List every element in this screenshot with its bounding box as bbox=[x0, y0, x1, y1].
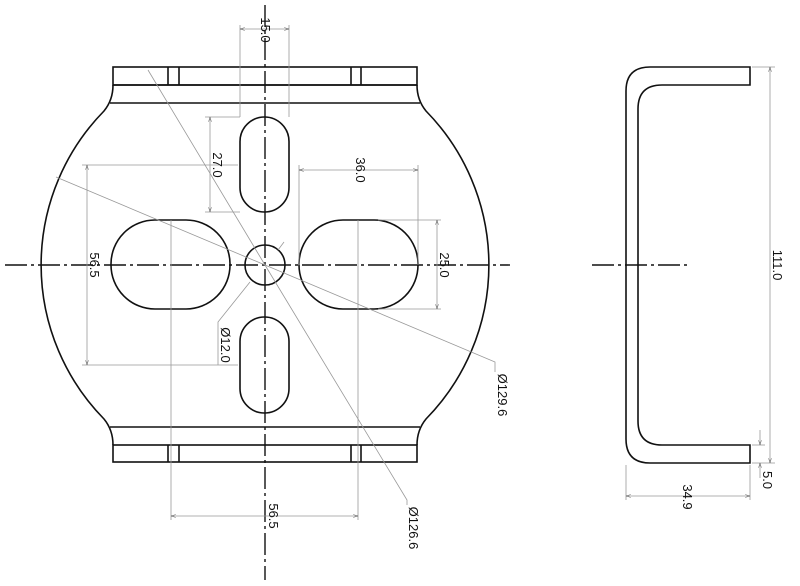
dimension-lines bbox=[55, 25, 496, 520]
side-dimension-lines bbox=[625, 66, 775, 500]
dim-bottom-span: 56.5 bbox=[266, 503, 281, 528]
dim-center-hole: Ø12.0 bbox=[218, 327, 233, 362]
dim-inner-diameter: Ø126.6 bbox=[406, 507, 421, 550]
bottom-slot bbox=[239, 316, 290, 414]
dim-slot-length: 27.0 bbox=[210, 152, 225, 177]
side-view: 111.0 5.0 34.9 bbox=[592, 66, 785, 510]
dim-depth: 34.9 bbox=[680, 484, 695, 509]
u-channel-profile bbox=[625, 66, 751, 464]
dim-left-span: 56.5 bbox=[87, 252, 102, 277]
dim-flange: 5.0 bbox=[760, 471, 775, 489]
dim-slot-width: 15.0 bbox=[258, 17, 273, 42]
front-view: 15.0 27.0 36.0 56.5 25.0 56.5 Ø12.0 Ø129… bbox=[5, 5, 510, 580]
dim-outer-diameter: Ø129.6 bbox=[495, 374, 510, 417]
dim-height: 111.0 bbox=[770, 250, 785, 281]
dim-side-slot-offset: 36.0 bbox=[353, 157, 368, 182]
dim-side-slot-height: 25.0 bbox=[437, 252, 452, 277]
